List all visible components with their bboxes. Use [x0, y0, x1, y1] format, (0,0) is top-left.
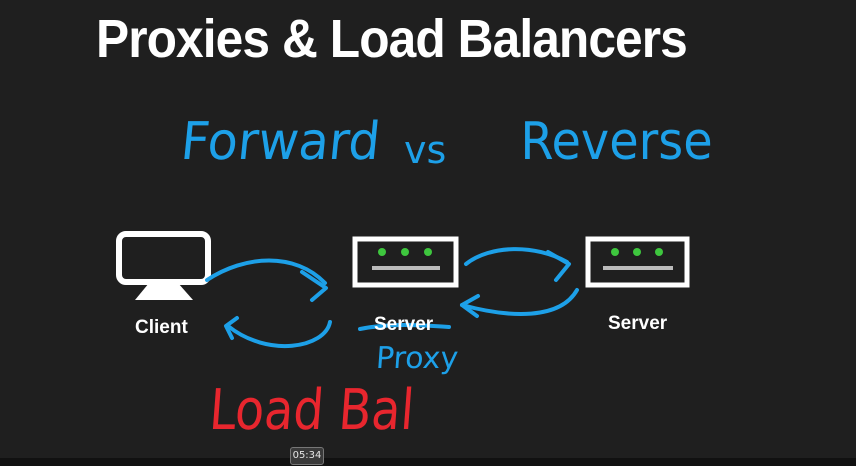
monitor-icon [116, 231, 211, 300]
forward-annotation: Forward [178, 112, 383, 172]
arrow-client-to-proxy [205, 258, 327, 285]
arrow-server-to-proxy [460, 288, 579, 317]
server-label: Server [608, 313, 668, 334]
arrow-head [224, 316, 239, 340]
arrow-head [460, 294, 480, 318]
timestamp-tooltip: 05:34 [290, 447, 324, 465]
vs-annotation: vs [404, 128, 447, 172]
server-icon [352, 236, 459, 288]
player-progress-bar[interactable] [0, 458, 856, 466]
proxy-annotation: Proxy [374, 341, 460, 376]
load-bal-annotation: Load Bal [207, 378, 417, 443]
arrow-proxy-to-server [464, 247, 569, 266]
arrow-head [300, 270, 328, 302]
arrow-proxy-to-client [226, 320, 332, 349]
client-label: Client [135, 317, 188, 338]
strikethrough-line [358, 323, 451, 331]
server-icon [585, 236, 690, 288]
slide-title: Proxies & Load Balancers [96, 9, 688, 69]
arrow-head [546, 250, 571, 282]
server-label-struck: Server [374, 314, 434, 335]
reverse-annotation: Reverse [520, 112, 713, 172]
